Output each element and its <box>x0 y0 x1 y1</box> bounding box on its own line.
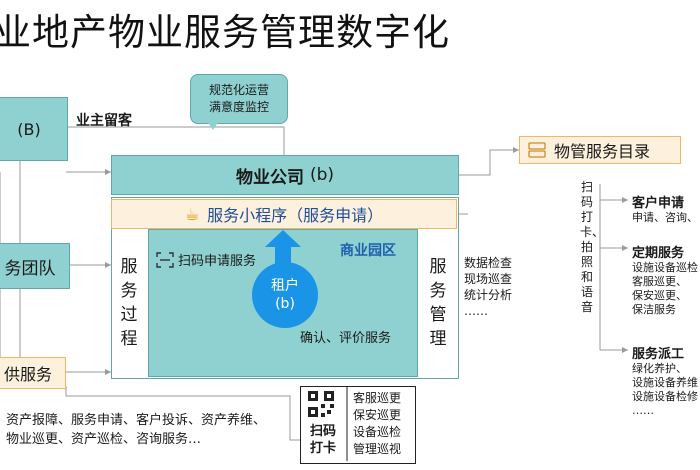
data-check-line: 现场巡查 <box>464 272 513 286</box>
section-item: …… <box>632 404 654 417</box>
mini-program-bar: ☕ 服务小程序（服务申请） <box>111 199 457 229</box>
patrol-item: 客服巡更 <box>353 391 402 405</box>
bubble-line2: 满意度监控 <box>208 100 269 114</box>
service-list-line: 物业巡更、资产巡检、咨询服务… <box>6 432 202 447</box>
supply-service-box: 供服务 <box>0 357 66 389</box>
section-item: 保洁服务 <box>632 303 676 316</box>
bubble-tail <box>205 118 221 130</box>
directory-vertical-text: 扫码打卡、拍照和语音 <box>580 180 605 314</box>
section-title: 定期服务 <box>632 246 685 261</box>
page-title: 业地产物业服务管理数字化 <box>0 11 450 54</box>
section-item: 客服巡更、 <box>632 275 687 288</box>
section-title: 服务派工 <box>632 347 685 362</box>
section-item: 绿化养护、 <box>632 362 687 375</box>
service-team-label: 务团队 <box>4 258 56 279</box>
scan-apply-label: 扫码申请服务 <box>178 254 257 269</box>
patrol-item: 设备巡检 <box>353 425 402 439</box>
service-management-label: 服务管理 <box>429 257 447 349</box>
patrol-item: 管理巡视 <box>353 442 402 456</box>
qr-checkin-box <box>300 386 416 464</box>
section-item: 设施设备检修 <box>632 390 698 403</box>
directory-section: 客户申请 申请、咨询、 <box>632 192 698 225</box>
qr-code-icon <box>308 391 334 417</box>
directory-section: 定期服务 设施设备巡检 客服巡更、 保安巡更、 保洁服务 <box>632 242 698 317</box>
server-icon <box>528 142 546 158</box>
qr-divider <box>346 387 348 461</box>
up-arrow-icon <box>265 230 301 266</box>
scan-icon <box>156 251 174 268</box>
section-item: 保安巡更、 <box>632 289 687 302</box>
data-check-list: 数据检查 现场巡查 统计分析 …… <box>464 255 512 319</box>
operation-bubble: 规范化运营 满意度监控 <box>190 74 288 124</box>
patrol-item: 保安巡更 <box>353 408 402 422</box>
tenant-circle: 租户 (b) <box>252 262 318 328</box>
qr-scan-label: 扫码 打卡 <box>306 423 340 457</box>
property-company-box: 物业公司 (b) <box>111 155 459 195</box>
patrol-list: 客服巡更 保安巡更 设备巡检 管理巡视 <box>353 390 401 458</box>
company-name: 物业公司 <box>235 167 304 188</box>
company-suffix: (b) <box>309 165 335 185</box>
owner-retain-label: 业主留客 <box>76 113 132 129</box>
data-check-line: 数据检查 <box>464 256 513 270</box>
tenant-suffix: (b) <box>275 296 295 312</box>
owner-box-label: (B) <box>17 119 41 139</box>
bubble-line1: 规范化运营 <box>208 83 269 97</box>
commercial-park-label: 商业园区 <box>340 243 396 259</box>
section-item: 设施设备养维 <box>632 376 698 389</box>
mini-program-label: 服务小程序（服务申请） <box>207 206 384 225</box>
owner-box: (B) <box>0 97 68 161</box>
qr-scan-line: 扫码 <box>309 424 336 439</box>
service-directory-title: 物管服务目录 <box>554 142 651 161</box>
qr-scan-line: 打卡 <box>309 441 336 456</box>
confirm-evaluate-label: 确认、评价服务 <box>300 331 392 346</box>
data-check-line: …… <box>464 304 488 318</box>
service-management-column: 服务管理 <box>419 229 457 377</box>
supply-service-label: 供服务 <box>3 365 52 384</box>
scan-apply-row: 扫码申请服务 <box>156 250 256 269</box>
section-title: 客户申请 <box>632 196 685 211</box>
service-team-box: 务团队 <box>0 243 70 289</box>
mini-program-icon: ☕ <box>184 204 200 224</box>
service-list-text: 资产报障、服务申请、客户投诉、资产养维、 物业巡更、资产巡检、咨询服务… <box>6 411 266 449</box>
data-check-line: 统计分析 <box>464 288 513 302</box>
tenant-label: 租户 <box>271 278 299 294</box>
service-directory-box: 物管服务目录 <box>519 136 681 164</box>
service-process-column: 服务过程 <box>111 229 147 377</box>
service-process-label: 服务过程 <box>120 257 138 349</box>
section-item: 设施设备巡检 <box>632 261 698 274</box>
section-item: 申请、咨询、 <box>632 211 698 224</box>
service-list-line: 资产报障、服务申请、客户投诉、资产养维、 <box>6 413 267 428</box>
directory-section: 服务派工 绿化养护、 设施设备养维 设施设备检修 …… <box>632 343 698 418</box>
